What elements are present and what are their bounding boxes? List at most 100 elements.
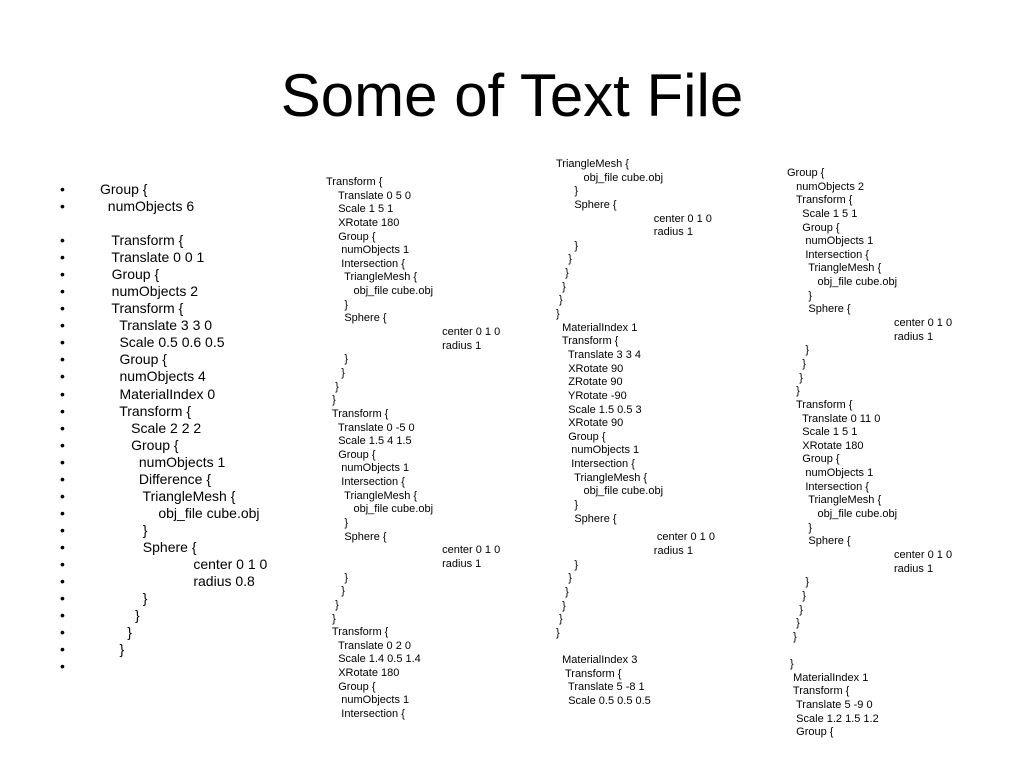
- code-line: }: [787, 385, 800, 398]
- bullet-item: • Translate 3 3 0: [60, 317, 267, 334]
- code-line: Intersection {: [787, 248, 869, 261]
- code-column-1: Transform { Translate 0 5 0 Scale 1 5 1 …: [326, 176, 500, 722]
- code-line: XRotate 180: [326, 667, 400, 680]
- code-line: }: [787, 344, 810, 357]
- bullet-item: • }: [60, 641, 267, 658]
- bullet-text: center 0 1 0: [100, 555, 268, 572]
- bullet-item: • }: [60, 624, 267, 641]
- code-line: }: [556, 585, 569, 598]
- bullet-item: • }: [60, 590, 267, 607]
- code-line: }: [787, 357, 806, 370]
- slide-title: Some of Text File: [280, 62, 744, 129]
- code-line: }: [556, 613, 563, 626]
- code-line: radius 1: [787, 330, 934, 343]
- bullet-item: • numObjects 2: [60, 283, 267, 300]
- bullet-item: • Scale 2 2 2: [60, 420, 267, 437]
- code-line: Transform {: [326, 407, 389, 420]
- bullet-item: • obj_file cube.obj: [60, 505, 267, 522]
- bullet-item: • Group {: [60, 351, 267, 368]
- bullet-dot: •: [60, 300, 65, 317]
- bullet-text: Scale 2 2 2: [100, 419, 202, 436]
- code-line: Scale 1 5 1: [326, 203, 394, 216]
- bullet-dot: •: [60, 470, 65, 487]
- code-line: Group {: [787, 726, 834, 739]
- code-line: Scale 0.5 0.5 0.5: [556, 694, 651, 707]
- code-line: }: [326, 298, 349, 311]
- code-line: Sphere {: [556, 198, 617, 211]
- code-line: }: [787, 589, 806, 602]
- code-line: radius 1: [787, 562, 934, 575]
- bullet-text: numObjects 4: [100, 368, 206, 385]
- bullet-item: • Sphere {: [60, 539, 267, 556]
- code-line: }: [326, 353, 349, 366]
- bullet-item: • Group {: [60, 266, 267, 283]
- code-line: Transform {: [787, 398, 853, 411]
- code-line: }: [787, 371, 803, 384]
- code-line: }: [556, 185, 579, 198]
- code-line: obj_file cube.obj: [787, 276, 898, 289]
- bullet-text: numObjects 2: [100, 283, 199, 300]
- code-line: numObjects 1: [556, 444, 640, 457]
- code-line: XRotate 180: [326, 216, 400, 229]
- code-line: }: [787, 521, 813, 534]
- code-line: }: [787, 658, 794, 671]
- code-line: center 0 1 0: [787, 548, 953, 561]
- bullet-dot: •: [60, 436, 65, 453]
- code-line: obj_file cube.obj: [326, 503, 434, 516]
- bullet-text: TriangleMesh {: [100, 487, 236, 504]
- code-line: obj_file cube.obj: [326, 285, 434, 298]
- code-line: TriangleMesh {: [556, 471, 648, 484]
- bullet-dot: •: [60, 453, 65, 470]
- code-line: center 0 1 0: [326, 326, 501, 339]
- code-line: }: [556, 294, 563, 307]
- code-column-3: Group { numObjects 2 Transform { Scale 1…: [787, 167, 952, 740]
- code-line: Transform {: [556, 667, 622, 680]
- code-line: center 0 1 0: [556, 212, 712, 225]
- code-line: center 0 1 0: [326, 544, 501, 557]
- code-line: obj_file cube.obj: [556, 171, 664, 184]
- code-line: }: [556, 280, 566, 293]
- bullet-item: • }: [60, 607, 267, 624]
- bullet-dot: •: [60, 590, 65, 607]
- bullet-item: • Group {: [60, 437, 267, 454]
- code-line: }: [556, 499, 579, 512]
- code-line: Scale 1 5 1: [787, 207, 858, 220]
- bullet-text: }: [100, 624, 132, 641]
- bullet-item: •: [60, 658, 267, 675]
- bullet-text: Group {: [100, 351, 167, 368]
- code-line: }: [787, 289, 813, 302]
- code-line: numObjects 1: [326, 244, 410, 257]
- code-line: Translate 0 2 0: [326, 639, 411, 652]
- code-line: }: [326, 366, 345, 379]
- bullet-text: obj_file cube.obj: [100, 504, 260, 521]
- bullet-text: Sphere {: [100, 538, 197, 555]
- bullet-text: Difference {: [100, 470, 212, 487]
- code-line: Scale 1.2 1.5 1.2: [787, 712, 879, 725]
- code-line: TriangleMesh {: [326, 271, 418, 284]
- bullet-text: numObjects 6: [100, 198, 195, 215]
- code-line: Group {: [787, 167, 825, 179]
- code-line: center 0 1 0: [787, 317, 953, 330]
- bullet-dot: •: [60, 538, 65, 555]
- code-line: }: [326, 571, 349, 584]
- code-line: }: [326, 394, 336, 407]
- bullet-text: Transform {: [100, 300, 184, 317]
- code-line: radius 1: [556, 226, 693, 239]
- bullet-dot: •: [60, 283, 65, 300]
- code-line: numObjects 1: [326, 694, 410, 707]
- code-line: Transform {: [556, 335, 619, 348]
- code-line: }: [326, 380, 339, 393]
- code-line: }: [326, 612, 336, 625]
- bullet-text: }: [100, 590, 148, 607]
- code-line: }: [326, 517, 349, 530]
- bullet-dot: •: [60, 607, 65, 624]
- code-line: Sphere {: [556, 512, 617, 525]
- code-line: }: [556, 572, 572, 585]
- bullet-text: }: [100, 607, 140, 624]
- bullet-dot: •: [60, 317, 65, 334]
- code-line: TriangleMesh {: [787, 494, 882, 507]
- bullet-text: numObjects 1: [100, 453, 226, 470]
- bullet-item: • numObjects 1: [60, 454, 267, 471]
- code-line: }: [556, 239, 579, 252]
